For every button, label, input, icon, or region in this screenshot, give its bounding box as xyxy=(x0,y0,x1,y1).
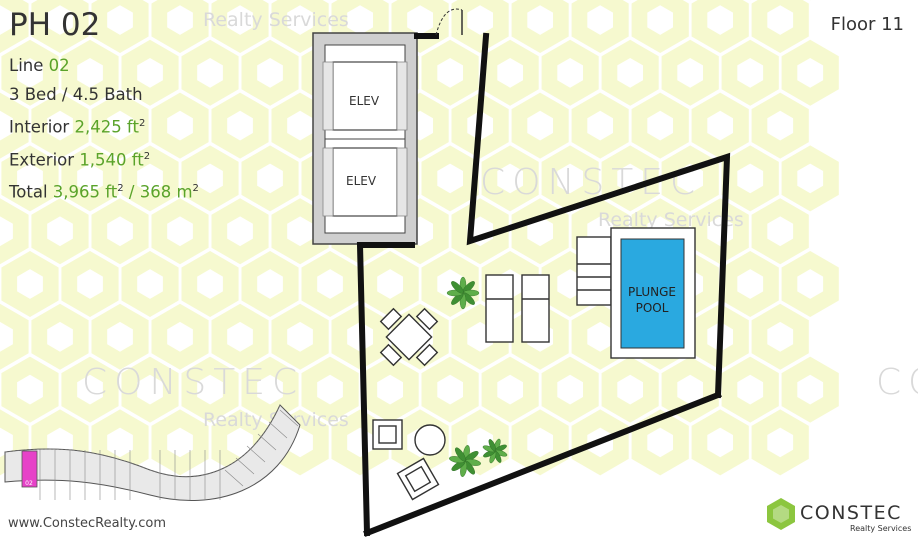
plant-icon xyxy=(449,445,481,477)
hexagon-logo-icon xyxy=(767,498,795,530)
plant-icon xyxy=(446,276,480,310)
dining-table xyxy=(379,307,439,367)
total-value-m: / 368 m xyxy=(128,182,193,202)
interior-value: 2,425 ft xyxy=(74,117,139,137)
plant-icon xyxy=(482,438,508,464)
pool-steps xyxy=(576,236,612,306)
unit-total: Total 3,965 ft2 / 368 m2 xyxy=(9,174,199,207)
plunge-pool xyxy=(610,227,696,359)
unit-interior: Interior 2,425 ft2 xyxy=(9,109,199,142)
elevator-core xyxy=(312,32,418,245)
interior-label: Interior xyxy=(9,117,70,137)
unit-name: PH 02 xyxy=(9,7,101,43)
floor-number: Floor 11 xyxy=(830,14,904,35)
keyplan-highlight-label: 02 xyxy=(25,480,33,487)
logo-name: CONSTEC xyxy=(800,502,902,524)
constec-logo: CONSTEC Realty Services xyxy=(766,495,912,537)
watermark-brand: CONSTEC xyxy=(876,362,918,403)
watermark-tagline: Realty Services xyxy=(598,209,744,231)
elevator-label: ELEV xyxy=(346,174,377,188)
unit-info: PH 02 Line 02 3 Bed / 4.5 Bath Interior … xyxy=(9,6,199,207)
watermark-brand: CONSTEC xyxy=(480,162,703,203)
unit-exterior: Exterior 1,540 ft2 xyxy=(9,142,199,175)
watermark-tagline: Realty Services xyxy=(203,9,349,31)
sq-superscript: 2 xyxy=(143,150,151,162)
line-label: Line xyxy=(9,56,44,75)
exterior-value: 1,540 ft xyxy=(79,150,144,169)
pool-label: POOL xyxy=(636,301,669,315)
sq-superscript: 2 xyxy=(117,183,124,194)
sun-loungers xyxy=(485,274,550,343)
terrace-walls xyxy=(356,32,731,537)
logo-tagline: Realty Services xyxy=(850,524,912,533)
door-swing xyxy=(435,8,463,36)
unit-beds-baths: 3 Bed / 4.5 Bath xyxy=(9,85,143,104)
total-value-ft: 3,965 ft xyxy=(52,182,118,202)
lounge-furniture xyxy=(372,419,446,501)
pool-label: PLUNGE xyxy=(628,285,676,299)
exterior-label: Exterior xyxy=(9,150,75,169)
total-label: Total xyxy=(9,182,48,202)
sq-superscript: 2 xyxy=(192,183,199,194)
unit-line: Line 02 xyxy=(9,51,199,80)
key-plan xyxy=(4,404,301,501)
line-value: 02 xyxy=(48,56,70,75)
elevator-label: ELEV xyxy=(349,94,380,108)
watermark-brand: CONSTEC xyxy=(82,362,305,403)
website-link[interactable]: www.ConstecRealty.com xyxy=(8,516,166,531)
sq-superscript: 2 xyxy=(138,118,146,129)
